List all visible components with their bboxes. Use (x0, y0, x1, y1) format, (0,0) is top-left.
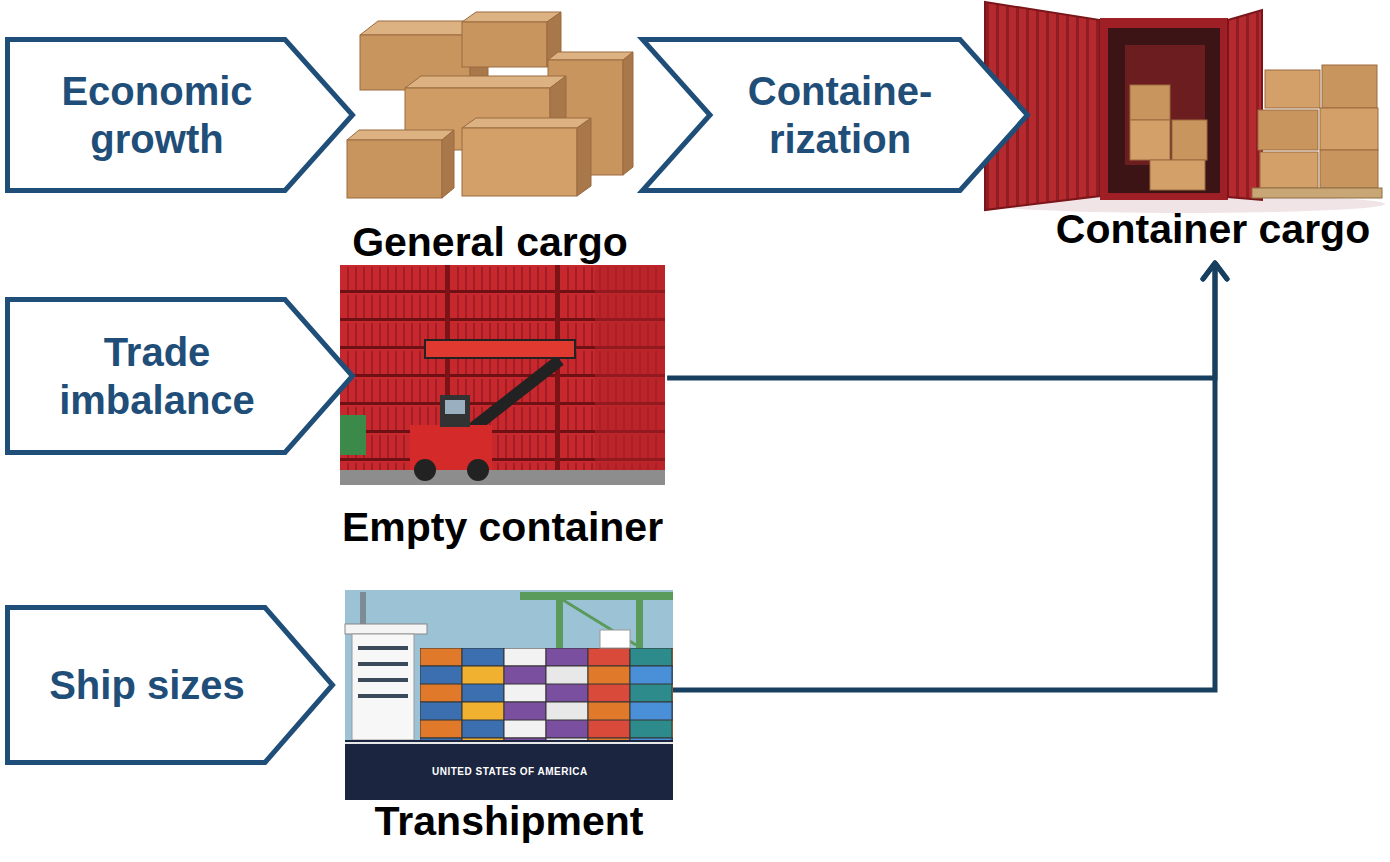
box-top (405, 76, 566, 88)
box-side (623, 52, 633, 175)
cargo-box (1130, 120, 1170, 160)
container-stacks (340, 265, 665, 485)
pallet-box (1320, 108, 1378, 150)
chevron-label: Containe- rization (720, 67, 960, 163)
chevron-shape (8, 300, 353, 453)
cargo-box (1150, 160, 1205, 190)
picture-node: Container cargo (1040, 2, 1386, 260)
cargo-box (1130, 85, 1170, 120)
chevron-shape (8, 608, 333, 763)
box-side (577, 118, 591, 196)
bridge-windows (358, 648, 408, 696)
stacker-cab (440, 395, 470, 427)
box-front (347, 140, 442, 198)
ship-bridge (352, 634, 414, 740)
ship-hull (345, 740, 673, 800)
pallet-box (1265, 70, 1320, 108)
stacker-window (445, 400, 465, 414)
picture-node: Transhipment (345, 590, 673, 852)
container-ship (345, 590, 673, 800)
box-top (548, 52, 633, 60)
deck-structure (600, 630, 630, 648)
chevron-box: Ship sizes (5, 605, 335, 765)
stacker-wheel (414, 459, 436, 481)
yard-ground (340, 470, 665, 485)
picture-caption: Container cargo (1056, 205, 1370, 254)
chevron-outline (640, 37, 1030, 193)
sky (345, 590, 673, 800)
stack-shade (595, 265, 665, 470)
chevron-box: Trade imbalance (5, 297, 355, 455)
green-container (340, 415, 366, 455)
chevron-label: Economic growth (37, 67, 277, 163)
label-holder: UNITED STATES OF AMERICA (432, 766, 588, 777)
picture-caption: Transhipment (375, 797, 644, 846)
chevron-outline (5, 37, 355, 193)
container-frame (1100, 18, 1228, 200)
box-front (462, 128, 577, 196)
deck-containers (420, 648, 673, 740)
chevron-label: Ship sizes (49, 661, 245, 709)
cargo-box (1172, 120, 1207, 160)
box-top (347, 130, 454, 140)
open-container (985, 2, 1385, 213)
box-front (462, 22, 547, 67)
picture-caption: Empty container (342, 503, 663, 552)
chevron-box: Containe- rization (640, 37, 1030, 193)
hull-stripe (345, 742, 673, 744)
stacker-boom (468, 360, 560, 432)
pallet-box (1320, 150, 1378, 188)
box-side (442, 130, 454, 198)
container-yard (340, 265, 665, 485)
picture-node: General cargo (345, 5, 635, 273)
chevron-label: Trade imbalance (37, 328, 277, 424)
connector-line (673, 263, 1215, 690)
pallet-box (1322, 65, 1377, 108)
stacker-wheel (467, 459, 489, 481)
chevron-shape (643, 40, 1028, 191)
crane-beam (520, 592, 673, 600)
box-top (462, 12, 561, 22)
connector-line (667, 263, 1215, 378)
stacker-spreader (425, 340, 575, 358)
hull-lettering: UNITED STATES OF AMERICA (432, 766, 588, 777)
pallet-box (1258, 110, 1318, 150)
box-top (462, 118, 591, 128)
crane-leg (636, 592, 643, 652)
chevron-box: Economic growth (5, 37, 355, 193)
picture-caption: General cargo (352, 218, 628, 267)
chevron-shape (8, 40, 353, 191)
container-interior (1108, 28, 1220, 193)
pallet (1252, 188, 1382, 198)
cardboard-boxes (347, 12, 633, 198)
ship-deck (345, 624, 427, 634)
picture-node: Empty container (338, 265, 667, 558)
pallet-box (1260, 152, 1318, 188)
chevron-outline (5, 297, 355, 455)
container-door (1228, 10, 1262, 200)
crane-leg (556, 592, 563, 652)
